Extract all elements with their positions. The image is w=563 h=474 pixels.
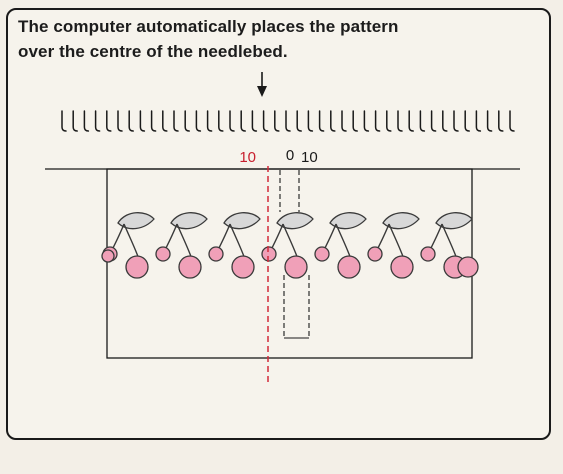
needle	[185, 111, 189, 131]
large-cherry	[285, 256, 307, 278]
needle	[152, 111, 156, 131]
needle	[465, 111, 469, 131]
stem-line	[324, 224, 336, 250]
needle	[308, 111, 312, 131]
small-cherry	[209, 247, 223, 261]
stem-line	[165, 224, 177, 250]
needle	[118, 111, 122, 131]
large-cherry	[232, 256, 254, 278]
cherry-motif	[103, 213, 154, 278]
small-cherry	[368, 247, 382, 261]
centre-marker	[280, 170, 309, 338]
needle	[163, 111, 167, 131]
needle	[196, 111, 200, 131]
large-cherry	[338, 256, 360, 278]
cherry-motif	[368, 213, 419, 278]
needle	[219, 111, 223, 131]
needle	[432, 111, 436, 131]
stem-line	[430, 224, 442, 250]
needle	[510, 111, 514, 131]
needle	[264, 111, 268, 131]
small-cherry	[421, 247, 435, 261]
needle	[331, 111, 335, 131]
needle	[96, 111, 100, 131]
small-cherry	[156, 247, 170, 261]
needle	[398, 111, 402, 131]
needle	[387, 111, 391, 131]
scale-center-number: 0	[286, 147, 294, 164]
needle	[476, 111, 480, 131]
stem-line	[112, 224, 124, 250]
needle-row	[62, 111, 514, 131]
needle	[275, 111, 279, 131]
cherry-motif	[209, 213, 260, 278]
stem-line	[377, 224, 389, 250]
needle	[230, 111, 234, 131]
needle	[488, 111, 492, 131]
needle	[443, 111, 447, 131]
stem-line	[218, 224, 230, 250]
cherry-pattern	[102, 213, 478, 278]
needle	[499, 111, 503, 131]
large-cherry	[179, 256, 201, 278]
needle	[241, 111, 245, 131]
needle	[140, 111, 144, 131]
down-arrow-icon	[257, 72, 267, 97]
scale-left-number: 10	[239, 149, 256, 166]
needle	[286, 111, 290, 131]
small-cherry	[102, 250, 114, 262]
needle	[62, 111, 66, 131]
cherry-motif	[315, 213, 366, 278]
scale-right-number: 10	[301, 149, 318, 166]
needle	[174, 111, 178, 131]
needle	[420, 111, 424, 131]
needle	[208, 111, 212, 131]
cherry-motif	[262, 213, 313, 278]
needle	[252, 111, 256, 131]
needle	[454, 111, 458, 131]
needle	[409, 111, 413, 131]
needle	[73, 111, 77, 131]
needle	[342, 111, 346, 131]
needle	[107, 111, 111, 131]
needle	[353, 111, 357, 131]
needle	[320, 111, 324, 131]
needle	[376, 111, 380, 131]
needle	[364, 111, 368, 131]
small-cherry	[262, 247, 276, 261]
stem-line	[271, 224, 283, 250]
cherry-motif	[156, 213, 207, 278]
needle	[84, 111, 88, 131]
large-cherry	[126, 256, 148, 278]
needle	[129, 111, 133, 131]
large-cherry	[458, 257, 478, 277]
small-cherry	[315, 247, 329, 261]
needle	[297, 111, 301, 131]
large-cherry	[391, 256, 413, 278]
